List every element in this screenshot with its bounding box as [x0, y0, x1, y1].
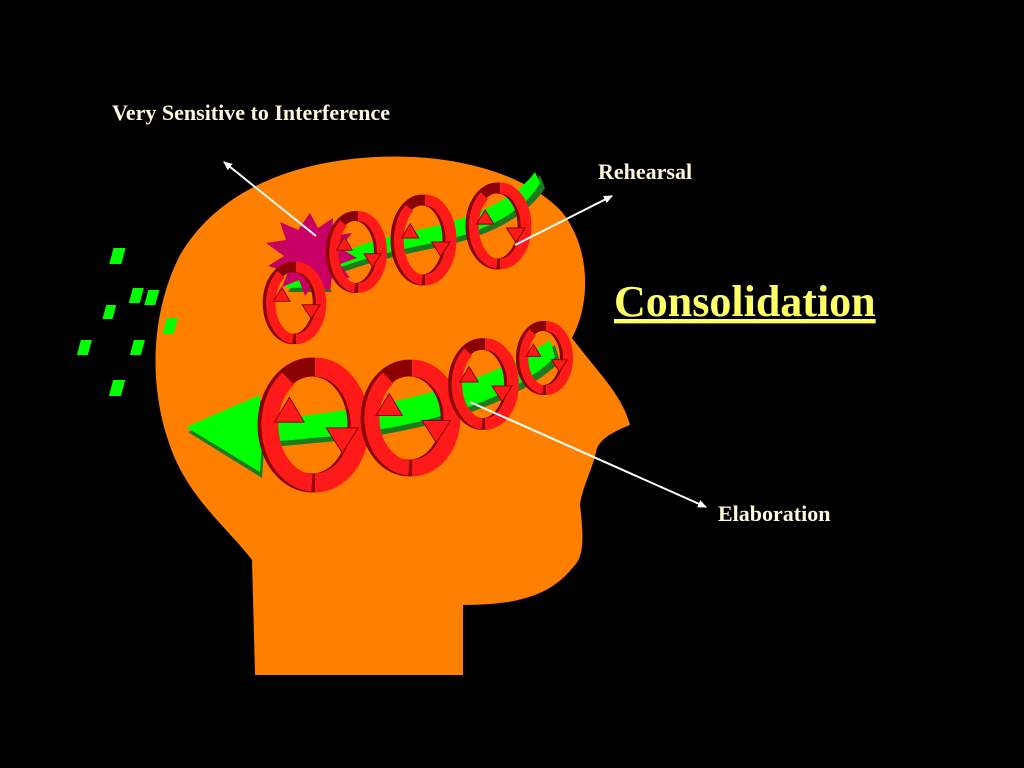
cycle-ring-arc — [393, 204, 424, 285]
cycle-ring-arc — [468, 192, 499, 269]
cycle-ring-arc — [411, 359, 461, 477]
cycle-ring — [465, 182, 532, 270]
cycle-arrowhead — [475, 208, 495, 225]
cycle-arrowhead — [491, 385, 513, 403]
cycle-ring-arc — [295, 261, 327, 345]
cycle-arrowhead — [458, 365, 480, 383]
interference-label: Very Sensitive to Interference — [112, 100, 390, 125]
cycle-arrowhead — [335, 236, 354, 251]
cycle-ring — [516, 321, 573, 395]
cycle-ring-arc — [499, 182, 532, 270]
cycle-ring — [360, 359, 461, 477]
cycle-ring-arc — [357, 210, 387, 294]
label-pointers — [223, 161, 707, 508]
cycle-arrowhead — [363, 253, 383, 268]
cycle-ring-arc — [519, 329, 545, 395]
cycle-arrowhead — [301, 304, 322, 320]
cycle-ring-arc — [329, 220, 357, 293]
trace-fragment — [144, 290, 160, 305]
cycle-ring — [262, 261, 327, 345]
cycle-arrowhead — [375, 392, 404, 416]
trace-fragment — [128, 288, 144, 303]
trace-fragment — [129, 340, 145, 355]
cycle-ring-arc — [266, 270, 295, 344]
cycle-ring-arc — [314, 357, 370, 493]
rehearsal-cycles — [257, 182, 573, 493]
cycle-arrowhead — [400, 222, 420, 239]
cycle-ring-arc — [545, 321, 573, 395]
rehearsal-label: Rehearsal — [598, 159, 692, 184]
trace-fragment — [108, 380, 126, 396]
cycle-ring-arc — [364, 372, 411, 476]
cycle-ring-arc — [424, 194, 457, 286]
cycle-arrowhead — [525, 343, 542, 357]
cycle-arrowhead — [273, 396, 306, 423]
cycle-ring — [325, 210, 387, 294]
cycle-ring — [257, 357, 370, 493]
cycle-ring — [390, 194, 457, 286]
cycle-arrowhead — [550, 359, 569, 373]
cycle-ring — [448, 338, 519, 430]
rehearsal-pointer — [514, 195, 613, 246]
cycle-arrowhead — [325, 427, 360, 454]
cycle-ring-arc — [451, 348, 484, 430]
trace-fragment — [76, 340, 92, 355]
trace-fragment — [102, 305, 117, 319]
cycle-ring-arc — [261, 372, 314, 492]
cycle-arrowhead — [272, 286, 291, 302]
slide-title: Consolidation — [614, 277, 876, 326]
fading-trace-fragments — [76, 248, 178, 396]
cycle-arrowhead — [430, 241, 452, 258]
elaboration-pointer — [469, 401, 707, 508]
trace-fragment — [162, 318, 178, 334]
cycle-arrowhead — [505, 227, 527, 244]
interference-pointer — [223, 161, 317, 237]
trace-fragment — [109, 248, 126, 264]
elaboration-label: Elaboration — [718, 501, 830, 526]
cycle-ring-arc — [484, 338, 519, 430]
cycle-arrowhead — [421, 420, 452, 444]
